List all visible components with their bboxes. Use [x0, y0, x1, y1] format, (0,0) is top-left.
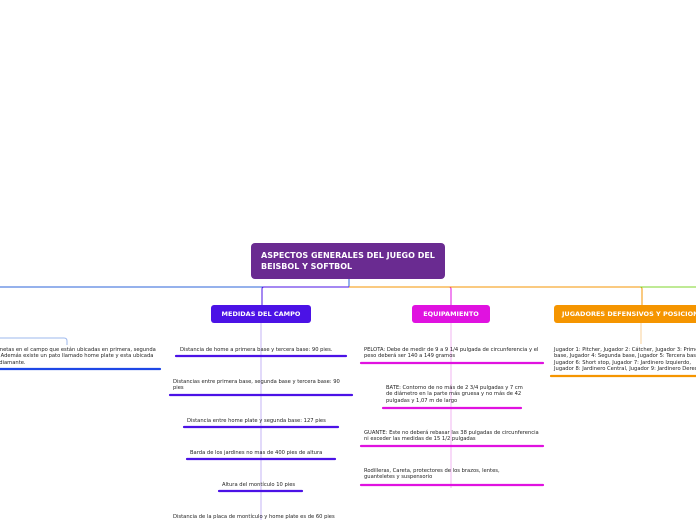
link-root-left — [0, 279, 350, 288]
root-topic[interactable]: ASPECTOS GENERALES DEL JUEGO DEL BEISBOL… — [251, 243, 445, 279]
leaf-medidas-5[interactable]: Altura del montículo 10 pies — [222, 482, 312, 488]
leaf-medidas-1-text: Distancia de home a primera base y terce… — [180, 347, 333, 353]
leaf-medidas-4-text: Barda de los jardines no mas de 400 pies… — [190, 450, 323, 456]
leaf-equipamiento-pelota[interactable]: PELOTA: Debe de medir de 9 a 9 1/4 pulga… — [364, 347, 544, 360]
leaf-medidas-2-text: Distancias entre primera base, segunda b… — [173, 379, 340, 392]
leaf-medidas-6-text: Distancia de la placa de montículo y hom… — [173, 514, 335, 520]
link-root-medidas — [261, 286, 349, 305]
leaf-bate-text: BATE: Contorno de no más de 2 3/4 pulgad… — [386, 385, 523, 404]
leaf-bases-description[interactable]: Son tres colchonetas en el campo que est… — [0, 347, 156, 366]
link-root-jugadores — [349, 286, 643, 305]
leaf-jugadores-posiciones[interactable]: Jugador 1: Pitcher, Jugador 2: Cátcher, … — [554, 347, 696, 373]
branch-jugadores-label: JUGADORES DEFENSIVOS Y POSICIONES — [562, 310, 696, 318]
leaf-medidas-3-text: Distancia entre home plate y segunda bas… — [187, 418, 326, 424]
branch-medidas-label: MEDIDAS DEL CAMPO — [221, 310, 301, 318]
root-topic-title: ASPECTOS GENERALES DEL JUEGO DEL BEISBOL… — [261, 251, 435, 271]
leaf-equipamiento-guante[interactable]: GUANTE: Este no deberá rebasar las 38 pu… — [364, 430, 544, 443]
leaf-medidas-4[interactable]: Barda de los jardines no mas de 400 pies… — [190, 450, 340, 456]
branch-medidas-del-campo[interactable]: MEDIDAS DEL CAMPO — [211, 305, 311, 323]
branch-equipamiento[interactable]: EQUIPAMIENTO — [412, 305, 490, 323]
leaf-bases-text: Son tres colchonetas en el campo que est… — [0, 347, 156, 366]
branch-equipamiento-label: EQUIPAMIENTO — [423, 310, 479, 318]
leaf-equipamiento-protectores[interactable]: Rodilleras, Careta, protectores de los b… — [364, 468, 524, 481]
leaf-pelota-text: PELOTA: Debe de medir de 9 a 9 1/4 pulga… — [364, 347, 539, 360]
link-root-equipamiento — [349, 286, 452, 305]
link-left-bracket — [0, 337, 68, 345]
leaf-protectores-text: Rodilleras, Careta, protectores de los b… — [364, 468, 500, 481]
leaf-guante-text: GUANTE: Este no deberá rebasar las 38 pu… — [364, 430, 539, 443]
leaf-medidas-2[interactable]: Distancias entre primera base, segunda b… — [173, 379, 349, 392]
leaf-medidas-5-text: Altura del montículo 10 pies — [222, 482, 296, 488]
leaf-equipamiento-bate[interactable]: BATE: Contorno de no más de 2 3/4 pulgad… — [386, 385, 524, 404]
leaf-jugadores-text: Jugador 1: Pitcher, Jugador 2: Cátcher, … — [554, 347, 696, 373]
leaf-medidas-3[interactable]: Distancia entre home plate y segunda bas… — [187, 418, 347, 424]
leaf-medidas-1[interactable]: Distancia de home a primera base y terce… — [180, 347, 350, 353]
branch-jugadores-defensivos[interactable]: JUGADORES DEFENSIVOS Y POSICIONES — [554, 305, 696, 323]
leaf-medidas-6[interactable]: Distancia de la placa de montículo y hom… — [173, 514, 353, 520]
